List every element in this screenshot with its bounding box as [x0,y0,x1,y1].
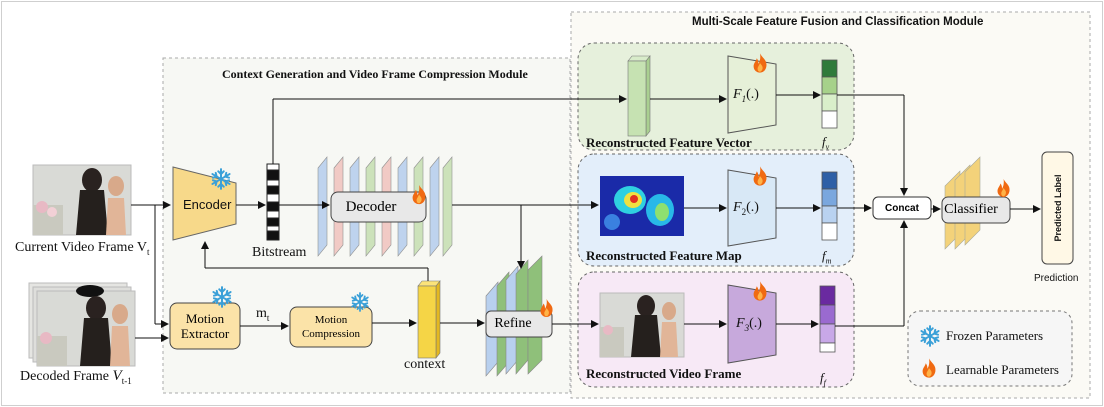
motion-compression-block [289,306,373,348]
decoded-frame-symbol: V [112,368,122,384]
prediction-label: Prediction [1034,273,1079,284]
fusion-module-title: Multi-Scale Feature Fusion and Classific… [692,16,984,28]
map-branch-title: Reconstructed Feature Map [586,248,742,263]
frame-branch-title: Reconstructed Video Frame [586,366,742,381]
predicted-label-text: Predicted Label [1053,174,1063,242]
encoder-label: Encoder [183,197,232,212]
current-frame-image [32,164,132,236]
decoded-frame-stack [28,282,136,367]
bitstream-label: Bitstream [252,245,307,260]
legend-learnable-label: Learnable Parameters [946,362,1059,377]
bitstream-column [266,163,280,241]
predicted-label-box [1041,151,1074,265]
fv-vector [821,59,838,129]
vector-branch-region [577,42,855,151]
snowflake-icon [210,168,232,190]
fm-label: fm [822,248,832,266]
f2-label: F2(.) [733,200,759,217]
decoded-frame-sub: t-1 [121,375,132,386]
flame-icon [411,184,427,205]
vector-branch-title: Reconstructed Feature Vector [586,135,752,150]
context-label: context [404,357,446,372]
refine-label: Refine [494,316,532,331]
ff-label: ff [820,370,826,388]
fm-vector [821,171,838,241]
current-frame-sub: t [147,246,150,257]
f3-label: F3(.) [736,316,762,333]
reconstructed-frame-image [599,292,685,358]
f1-label: F1(.) [733,87,759,104]
heatmap-image [600,176,684,236]
decoded-frame-label: Decoded Frame Vt-1 [20,368,132,386]
ff-vector [819,285,836,353]
concat-label: Concat [885,202,919,214]
context-module-title: Context Generation and Video Frame Compr… [222,67,528,81]
legend-box [907,310,1073,387]
concat-block [872,196,932,220]
mt-label: mt [256,306,270,323]
decoder-label: Decoder [345,198,397,215]
classifier-label: Classifier [944,202,998,217]
legend-frozen-label: Frozen Parameters [946,328,1044,343]
current-frame-label: Current Video Frame Vt [15,240,150,257]
fv-label: fv [822,134,830,152]
context-tensor [417,280,441,359]
vector-tensor [627,55,651,137]
